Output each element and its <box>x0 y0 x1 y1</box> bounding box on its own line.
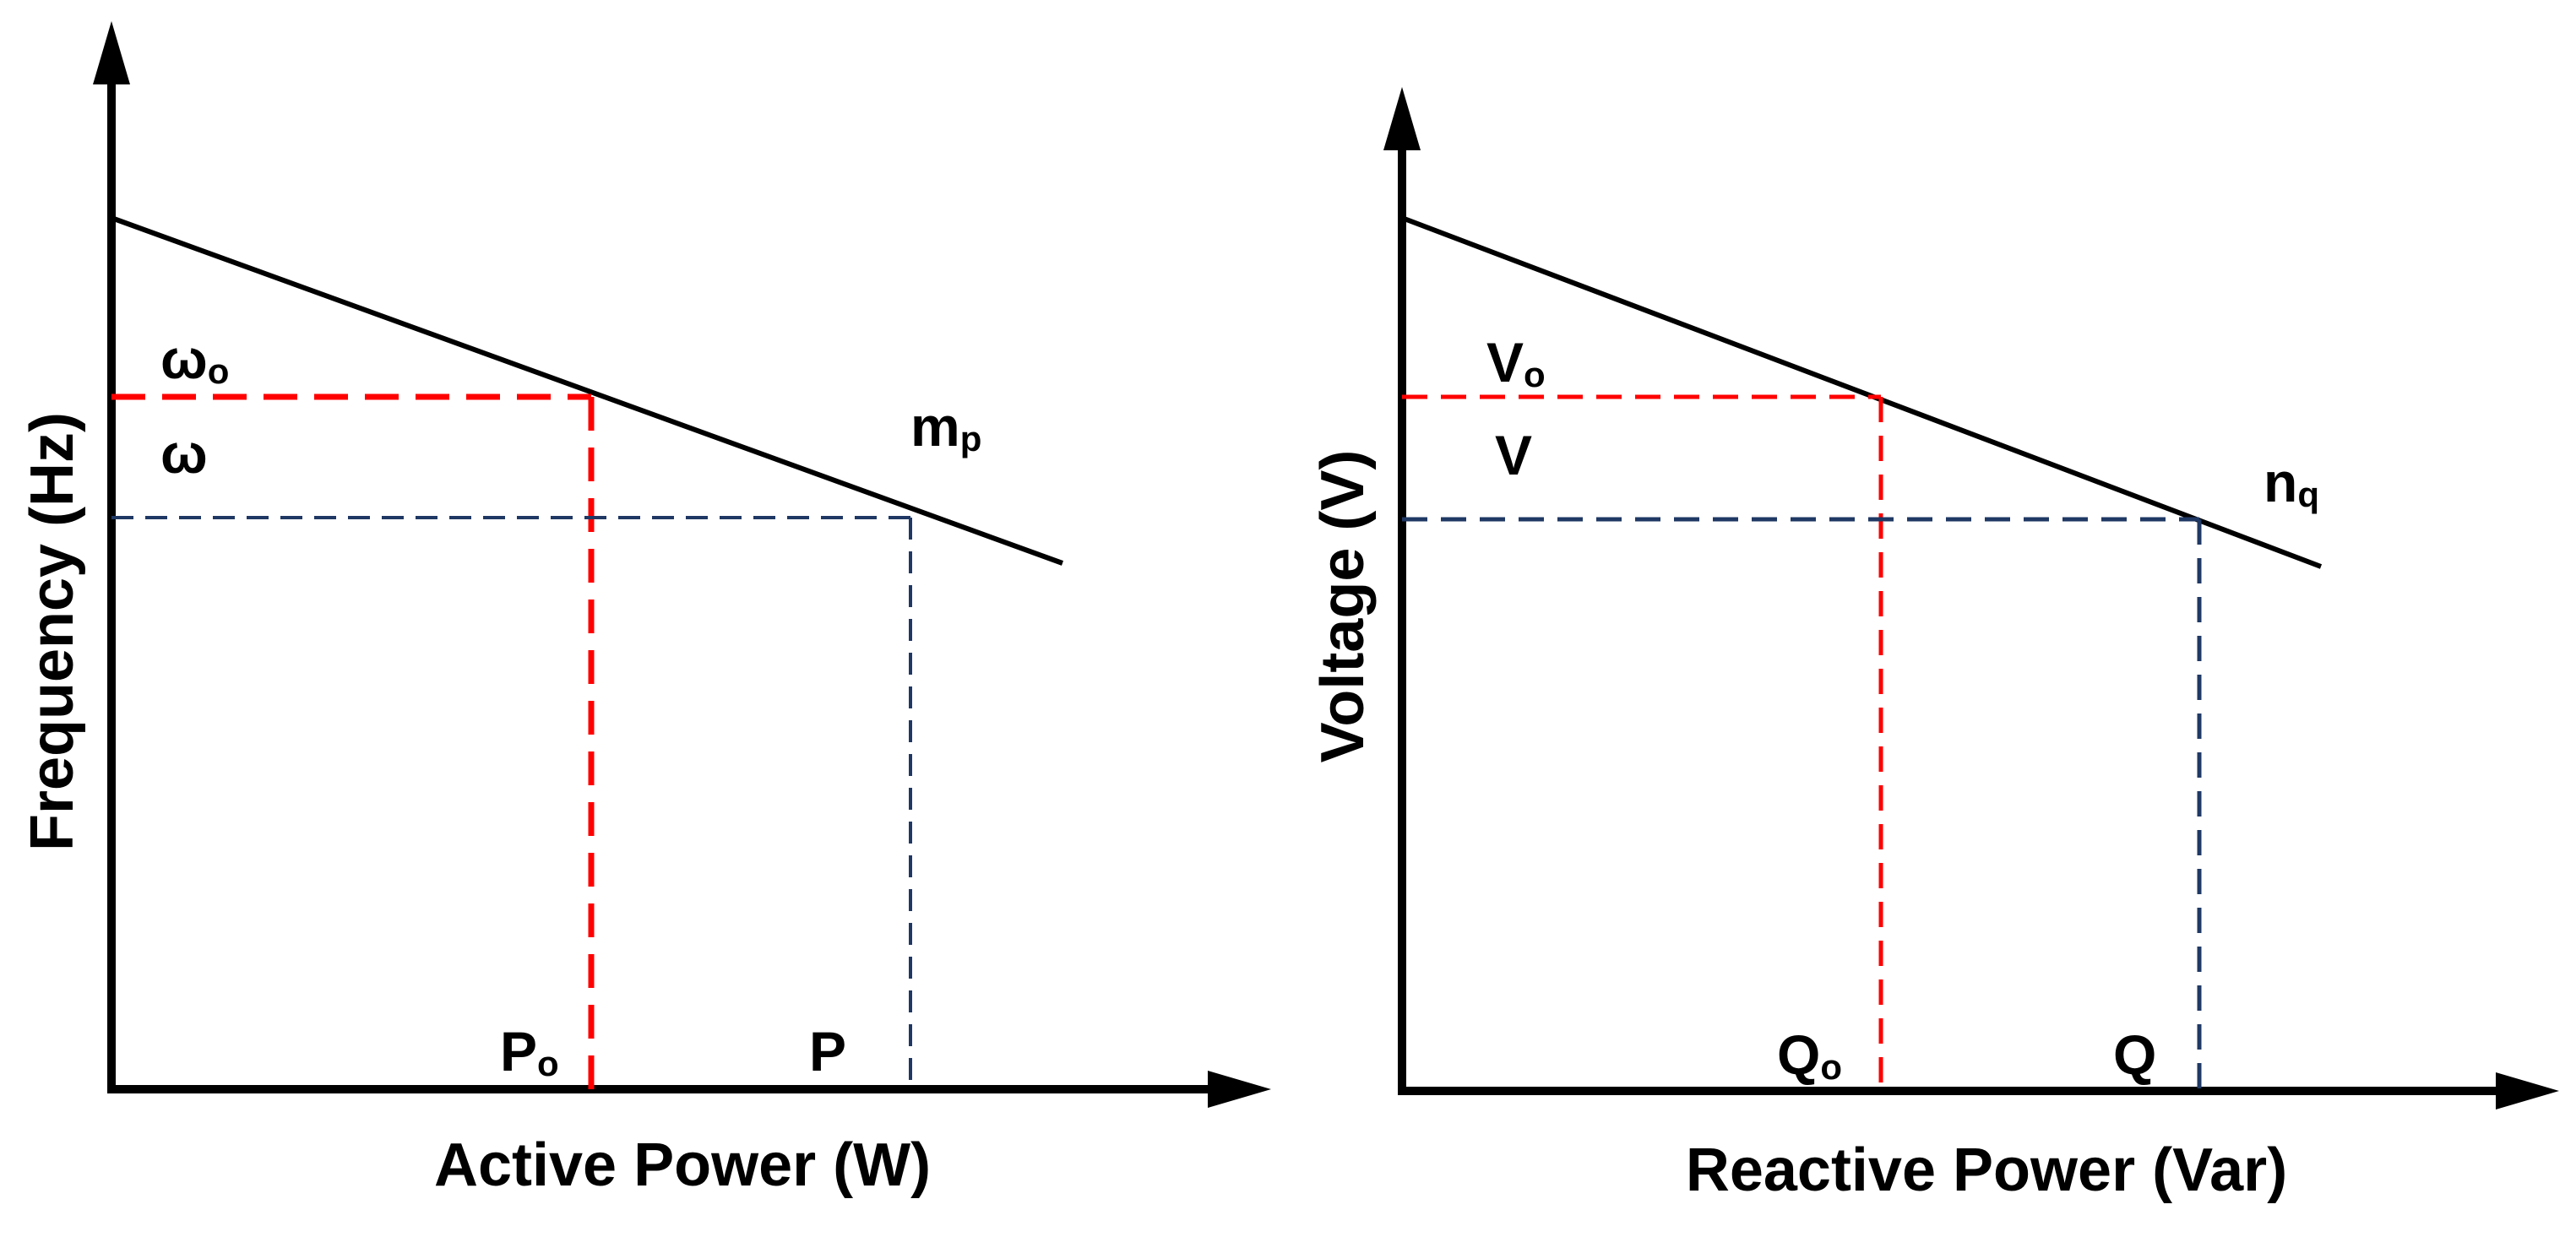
volt-operating-x-label: Q <box>2113 1023 2156 1086</box>
freq-nominal-x-label: Po <box>500 1020 559 1083</box>
frequency-droop-chart: ωo ω mp Po P Active Power (W) Frequency … <box>19 21 1271 1199</box>
freq-x-axis-arrowhead <box>1208 1071 1271 1108</box>
freq-operating-x-label: P <box>809 1020 846 1082</box>
volt-nominal-y-label: Vo <box>1486 331 1546 394</box>
freq-y-axis-arrowhead <box>93 21 130 84</box>
freq-x-axis-title: Active Power (W) <box>434 1131 931 1199</box>
volt-y-axis-arrowhead <box>1383 87 1421 150</box>
volt-y-axis-title: Voltage (V) <box>1309 450 1377 763</box>
freq-operating-y-label: ω <box>160 422 208 485</box>
freq-droop-line <box>110 215 1064 566</box>
freq-y-axis-title: Frequency (Hz) <box>19 412 86 851</box>
volt-slope-label: nq <box>2264 451 2319 514</box>
freq-slope-label: mp <box>910 395 981 458</box>
volt-x-axis-title: Reactive Power (Var) <box>1686 1137 2287 1204</box>
freq-nominal-y-label: ωo <box>160 328 229 391</box>
volt-operating-y-label: V <box>1495 424 1532 486</box>
voltage-droop-chart: Vo V nq Qo Q Reactive Power (Var) Voltag… <box>1309 87 2559 1204</box>
volt-nominal-x-label: Qo <box>1777 1023 1842 1087</box>
volt-x-axis-arrowhead <box>2496 1072 2559 1110</box>
volt-droop-line <box>1400 215 2323 569</box>
